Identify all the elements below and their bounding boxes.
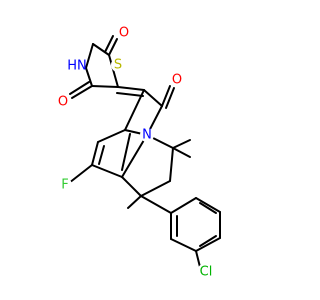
atom-chlorine: Cl — [197, 263, 215, 281]
atom-label: Cl — [200, 265, 213, 280]
bond — [199, 235, 217, 247]
bond — [169, 147, 174, 182]
atom-oxygen: O — [170, 73, 184, 88]
atom-sulfur: S — [111, 58, 125, 73]
chemical-structure-diagram: O HN O S O N F Cl — [56, 26, 221, 281]
atom-label: F — [61, 178, 68, 193]
bond — [71, 85, 93, 99]
bond — [116, 92, 144, 97]
atom-oxygen: O — [56, 95, 70, 110]
bond — [121, 134, 148, 178]
bond — [165, 87, 175, 109]
atom-nitrogen: N — [140, 128, 154, 143]
atom-label: O — [119, 26, 129, 41]
bond — [161, 85, 171, 107]
bond — [143, 89, 163, 107]
atom-label: O — [58, 95, 68, 110]
bond — [172, 147, 191, 158]
bond — [172, 139, 191, 149]
bond — [121, 176, 142, 197]
bond — [91, 164, 123, 178]
bond — [69, 81, 90, 95]
bond — [97, 129, 126, 143]
atom-label: N — [142, 128, 152, 143]
atom-label: O — [172, 73, 182, 88]
bond — [92, 43, 110, 56]
atom-nitrogen-hydrogen: HN — [67, 58, 87, 74]
bond — [199, 202, 217, 214]
atom-labels: O HN O S O N F Cl — [56, 26, 215, 281]
bond — [91, 141, 99, 166]
bond — [140, 195, 172, 214]
bond — [195, 250, 201, 268]
bond-lines — [68, 35, 221, 268]
bond — [140, 180, 171, 197]
bond — [91, 85, 119, 88]
bond — [104, 35, 114, 53]
bond — [124, 89, 145, 131]
bond — [108, 54, 119, 88]
atom-label: S — [114, 58, 122, 73]
bond — [127, 195, 142, 209]
bond — [85, 43, 94, 69]
bond — [170, 238, 197, 252]
atom-oxygen: O — [117, 26, 131, 41]
bond — [68, 164, 93, 184]
atom-label: HN — [67, 59, 87, 74]
atom-fluorine: F — [58, 178, 72, 193]
bond — [170, 197, 197, 214]
bond — [117, 86, 145, 91]
bond — [98, 145, 105, 165]
bond — [195, 237, 221, 252]
bond — [121, 133, 131, 171]
bond — [195, 197, 221, 213]
bond — [85, 67, 93, 87]
bond — [108, 38, 118, 56]
